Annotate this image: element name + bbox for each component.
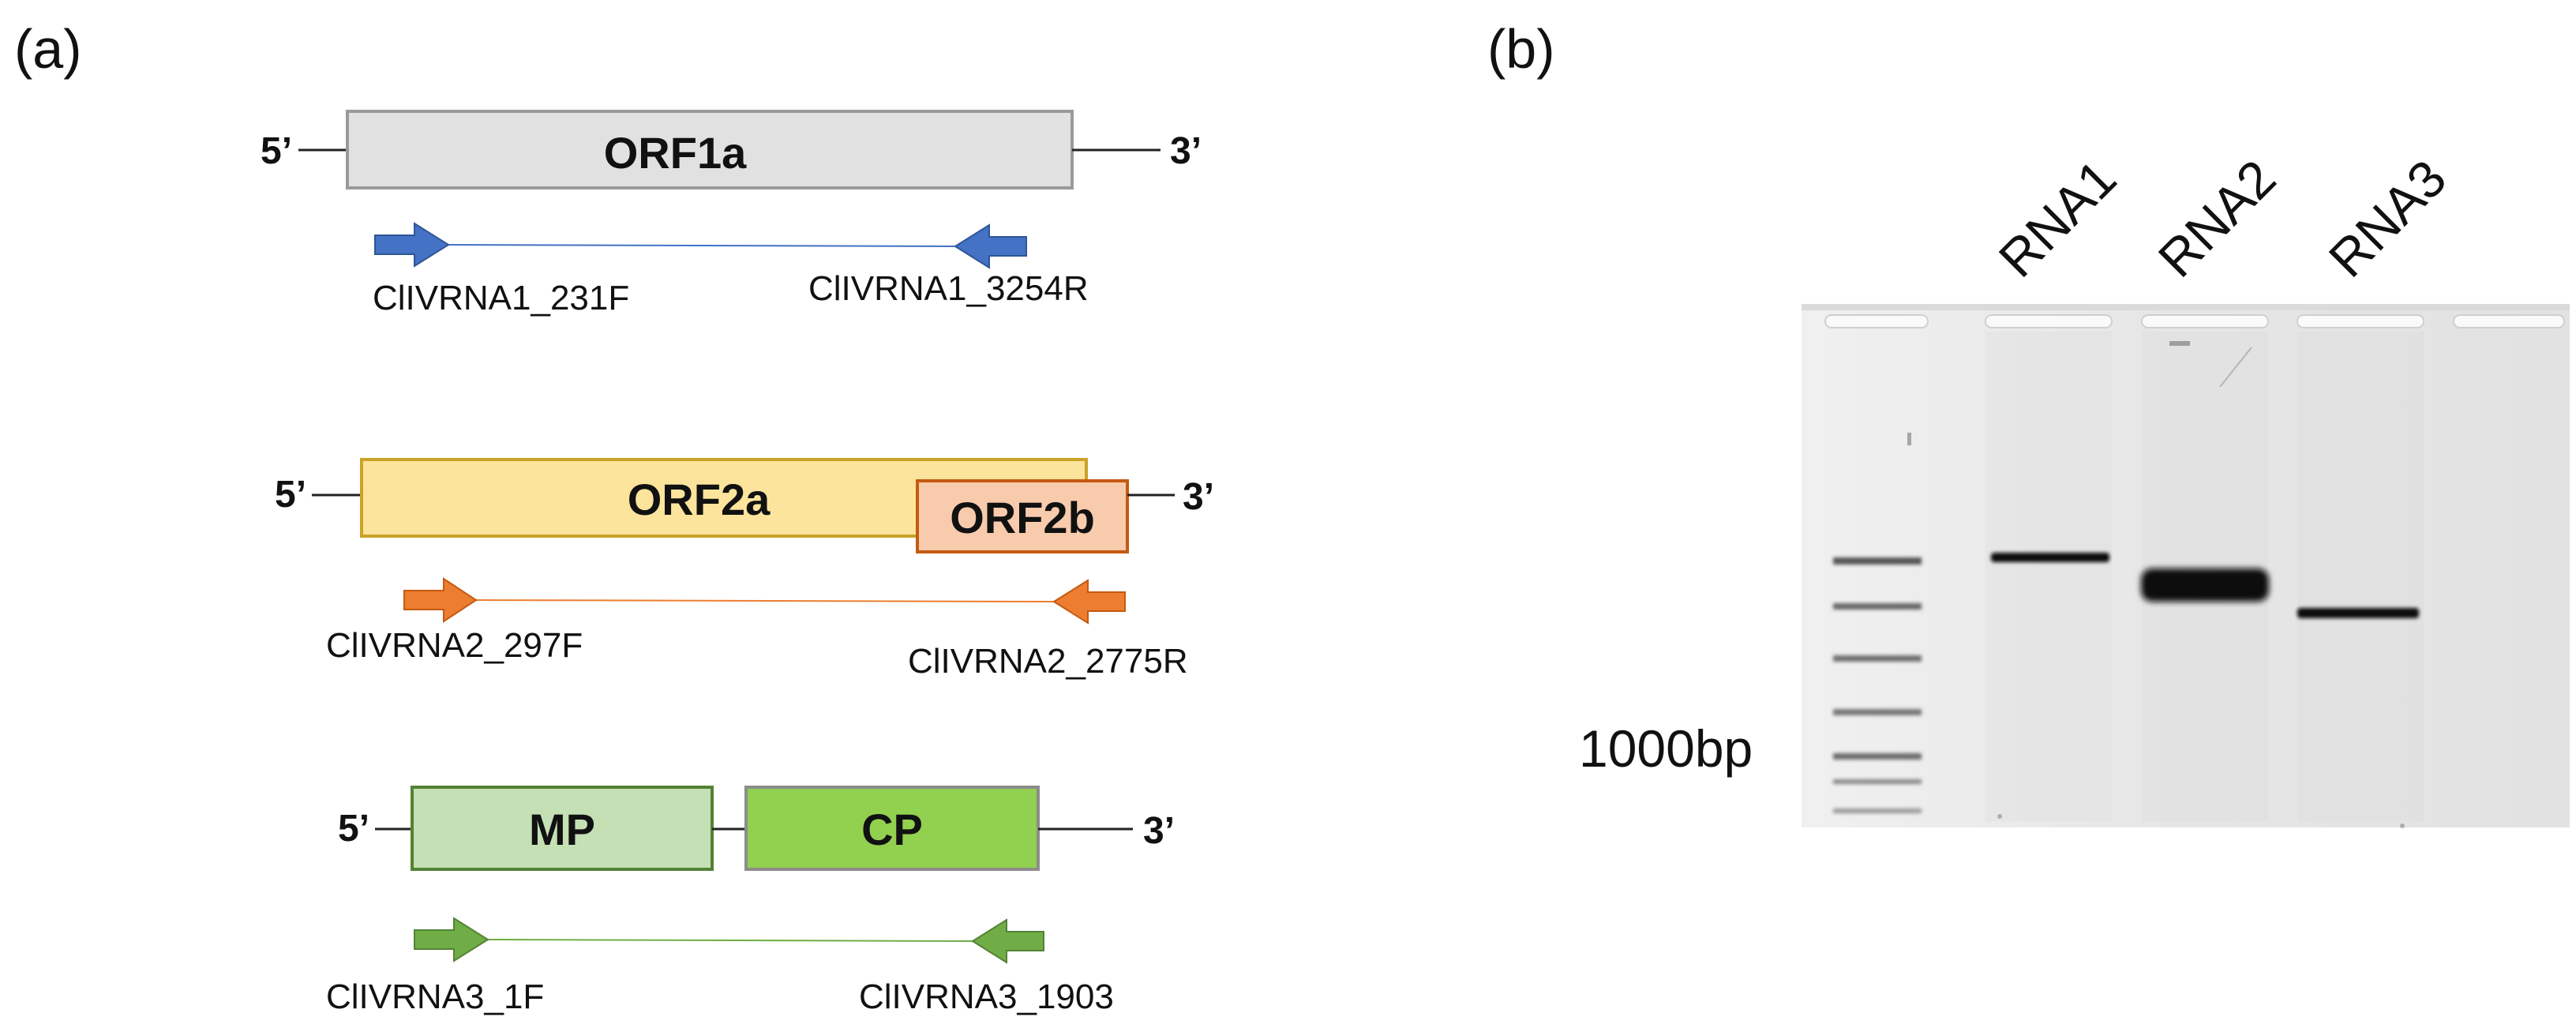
rna3-map: 5’ MP CP 3’ ClIVRNA3_1F ClIVRNA3_1903 <box>326 786 1175 1016</box>
rna1-forward-primer-label: ClIVRNA1_231F <box>373 279 629 317</box>
orf2b-label: ORF2b <box>950 493 1095 542</box>
rna2-forward-primer-label: ClIVRNA2_297F <box>326 626 583 665</box>
rna2-five-prime-label: 5’ <box>275 474 306 516</box>
panel-b-label: (b) <box>1487 18 1555 80</box>
ladder-band-3 <box>1833 655 1922 662</box>
gel-well-ladder <box>1824 314 1929 328</box>
rna1-reverse-primer-label: ClIVRNA1_3254R <box>808 269 1089 308</box>
lane-label-rna1: RNA1 <box>1988 148 2128 288</box>
panel-b: (b) RNA1 RNA2 RNA3 <box>1487 18 2570 828</box>
rna1-reverse-primer-arrow <box>954 223 1027 269</box>
ladder-band-4 <box>1833 709 1922 715</box>
rna3-forward-primer-label: ClIVRNA3_1F <box>326 977 544 1016</box>
orf2b-box <box>916 479 1129 553</box>
band-rna1 <box>1991 553 2109 562</box>
rna1-five-prime-label: 5’ <box>261 130 292 172</box>
cp-label: CP <box>861 805 923 854</box>
ladder-band-6 <box>1833 779 1922 784</box>
rna2-three-prime-label: 3’ <box>1183 476 1214 518</box>
rna2-reverse-primer-arrow <box>1052 579 1126 625</box>
rna2-forward-primer-arrow <box>403 577 478 623</box>
ladder-band-7 <box>1833 809 1922 813</box>
orf1a-label: ORF1a <box>604 128 747 178</box>
panel-a: (a) 5’ ORF1a 3’ ClIVRNA1_231F ClIVRNA1_3… <box>14 18 1214 1016</box>
rna3-reverse-primer-label: ClIVRNA3_1903 <box>859 977 1114 1016</box>
rna1-map: 5’ ORF1a 3’ ClIVRNA1_231F ClIVRNA1_3254R <box>261 110 1202 317</box>
ladder-band-1 <box>1833 557 1922 565</box>
gel-well-rna2 <box>2141 314 2269 328</box>
band-rna3 <box>2297 608 2419 618</box>
gel-well-rna1 <box>1985 314 2113 328</box>
gel-background <box>1802 304 2570 827</box>
marker-size-label: 1000bp <box>1579 719 1753 778</box>
rna1-amplicon-line <box>448 244 956 247</box>
rna2-reverse-primer-label: ClIVRNA2_2775R <box>908 642 1188 681</box>
rna2-map: 5’ ORF2a ORF2b 3’ ClIVRNA2_297F ClIVRNA2… <box>275 458 1214 681</box>
panel-a-label: (a) <box>14 18 82 80</box>
rna3-forward-primer-arrow <box>414 917 489 962</box>
ladder-band-5 <box>1833 753 1922 760</box>
lane-label-rna2: RNA2 <box>2147 148 2287 288</box>
gel-well-empty <box>2453 314 2565 328</box>
mp-label: MP <box>529 805 595 854</box>
gel-image <box>1802 304 2570 828</box>
rna3-five-prime-label: 5’ <box>338 808 369 850</box>
rna1-forward-primer-arrow <box>374 222 450 268</box>
ladder-band-2 <box>1833 603 1922 610</box>
rna3-reverse-primer-arrow <box>971 918 1044 964</box>
rna1-three-prime-label: 3’ <box>1170 130 1202 172</box>
gel-well-rna3 <box>2297 314 2424 328</box>
band-rna2 <box>2141 568 2269 602</box>
orf2a-label: ORF2a <box>628 475 771 524</box>
rna3-amplicon-line <box>487 939 973 942</box>
cp-box <box>744 786 1040 871</box>
rna3-three-prime-label: 3’ <box>1143 810 1175 852</box>
lane-label-rna3: RNA3 <box>2318 148 2458 288</box>
rna2-amplicon-line <box>475 599 1055 602</box>
